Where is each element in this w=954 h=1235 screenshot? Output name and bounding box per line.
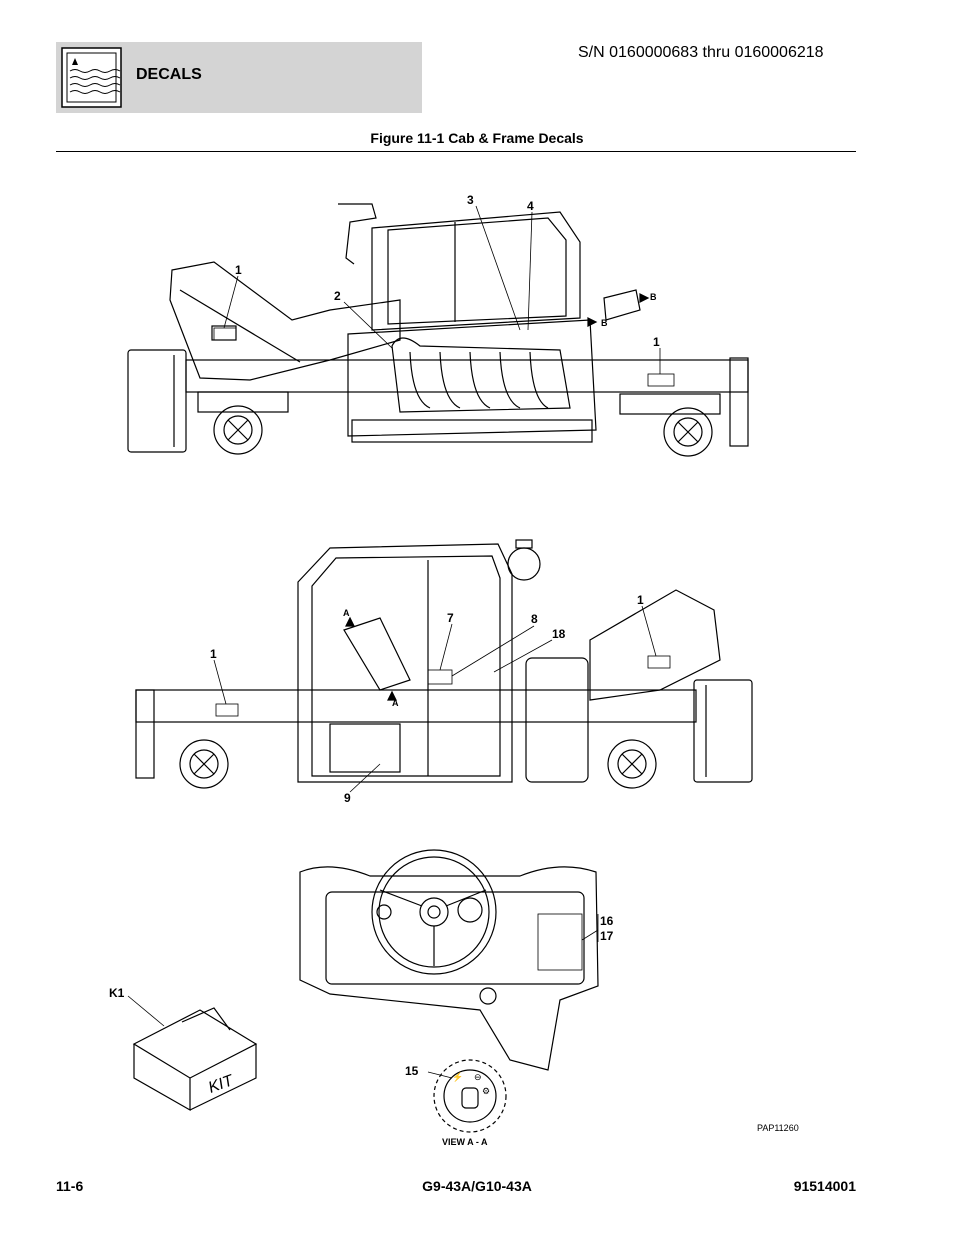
callout-1-middle-left: 1 — [210, 647, 217, 661]
callout-1-top-left: 1 — [235, 263, 242, 277]
svg-text:⚙: ⚙ — [482, 1086, 490, 1096]
footer-doc-number: 91514001 — [793, 1178, 856, 1194]
machine-left-side-view — [127, 203, 749, 457]
machine-right-side-view — [135, 539, 753, 789]
callout-1-middle-right: 1 — [637, 593, 644, 607]
decals-section-icon — [61, 47, 122, 108]
footer-model: G9-43A/G10-43A — [422, 1178, 532, 1194]
svg-text:⚡: ⚡ — [452, 1071, 463, 1083]
callout-3: 3 — [467, 193, 474, 207]
callout-k1: K1 — [109, 986, 125, 1000]
kit-box-text: KIT — [206, 1072, 236, 1097]
marker-b-upper: B — [650, 292, 657, 302]
marker-a-upper: A — [343, 608, 350, 618]
callout-15: 15 — [405, 1064, 419, 1078]
callout-8: 8 — [531, 612, 538, 626]
header-rule — [56, 151, 856, 152]
callout-1-top-right: 1 — [653, 335, 660, 349]
callout-7: 7 — [447, 611, 454, 625]
callout-2: 2 — [334, 289, 341, 303]
svg-text:⊖: ⊖ — [474, 1072, 482, 1082]
figure-title: Figure 11-1 Cab & Frame Decals — [370, 130, 584, 146]
marker-b-lower: B — [601, 318, 608, 328]
callout-9: 9 — [344, 791, 351, 805]
callout-4: 4 — [527, 199, 534, 213]
callout-18: 18 — [552, 627, 566, 641]
marker-a-lower: A — [392, 698, 399, 708]
part-code: PAP11260 — [757, 1123, 799, 1133]
dashboard-view: ⚡ ⊖ ⚙ — [299, 849, 599, 1133]
kit-box-illustration — [132, 1007, 258, 1112]
serial-range: S/N 0160000683 thru 0160006218 — [578, 44, 824, 61]
callout-16: 16 — [600, 914, 614, 928]
view-label: VIEW A - A — [442, 1137, 488, 1147]
footer-page-number: 11-6 — [56, 1178, 84, 1194]
callout-17: 17 — [600, 929, 614, 943]
section-title: DECALS — [136, 66, 202, 83]
